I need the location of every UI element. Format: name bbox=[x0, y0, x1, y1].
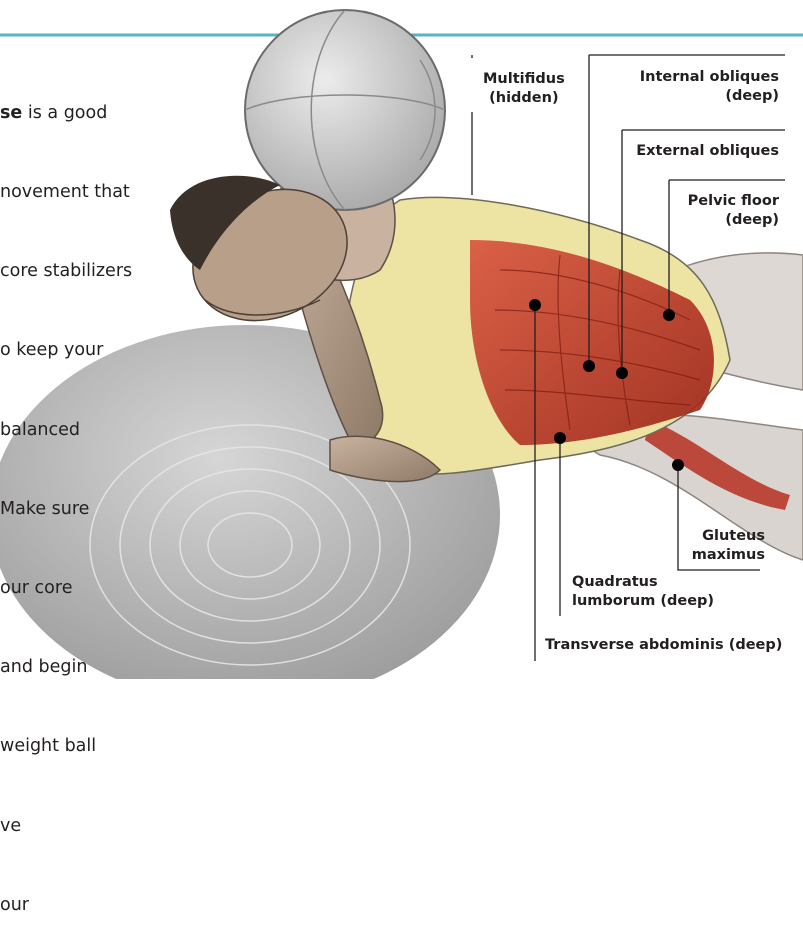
marker-transverse-abdominis bbox=[529, 299, 541, 311]
label-multifidus-line2: (hidden) bbox=[483, 89, 565, 108]
intro-line-4: o keep your bbox=[0, 337, 200, 363]
marker-gluteus-maximus bbox=[672, 459, 684, 471]
label-quadratus-lumborum: Quadratus lumborum (deep) bbox=[572, 573, 714, 611]
label-external-obliques: External obliques bbox=[636, 142, 779, 161]
intro-line-3: core stabilizers bbox=[0, 258, 200, 284]
label-multifidus: Multifidus (hidden) bbox=[483, 70, 565, 108]
intro-line-1: se is a good bbox=[0, 100, 200, 126]
intro-line-5: balanced bbox=[0, 417, 200, 443]
marker-internal-obliques bbox=[583, 360, 595, 372]
label-gluteus-maximus: Gluteus maximus bbox=[692, 527, 765, 565]
marker-pelvic-floor bbox=[663, 309, 675, 321]
label-pelvic-floor-line1: Pelvic floor bbox=[688, 192, 779, 211]
intro-line-6: Make sure bbox=[0, 496, 200, 522]
label-gluteus-maximus-line2: maximus bbox=[692, 546, 765, 565]
intro-paragraph: se is a good novement that core stabiliz… bbox=[0, 47, 200, 945]
marker-quadratus-lumborum bbox=[554, 432, 566, 444]
label-multifidus-line1: Multifidus bbox=[483, 70, 565, 89]
intro-line-11: our bbox=[0, 892, 200, 918]
intro-line-8: and begin bbox=[0, 654, 200, 680]
medicine-ball bbox=[245, 10, 445, 210]
intro-text: is a good bbox=[22, 103, 107, 123]
label-quadratus-lumborum-line2: lumborum (deep) bbox=[572, 592, 714, 611]
label-transverse-abdominis-line1: Transverse abdominis (deep) bbox=[545, 636, 782, 655]
label-transverse-abdominis: Transverse abdominis (deep) bbox=[545, 636, 782, 655]
label-internal-obliques-line1: Internal obliques bbox=[640, 68, 779, 87]
marker-external-obliques bbox=[616, 367, 628, 379]
label-internal-obliques: Internal obliques (deep) bbox=[640, 68, 779, 106]
label-pelvic-floor: Pelvic floor (deep) bbox=[688, 192, 779, 230]
label-pelvic-floor-line2: (deep) bbox=[688, 211, 779, 230]
label-internal-obliques-line2: (deep) bbox=[640, 87, 779, 106]
intro-bold: se bbox=[0, 103, 22, 123]
label-gluteus-maximus-line1: Gluteus bbox=[692, 527, 765, 546]
intro-line-9: weight ball bbox=[0, 733, 200, 759]
intro-line-7: our core bbox=[0, 575, 200, 601]
label-external-obliques-line1: External obliques bbox=[636, 142, 779, 161]
label-quadratus-lumborum-line1: Quadratus bbox=[572, 573, 714, 592]
intro-line-10: ve bbox=[0, 813, 200, 839]
intro-line-2: novement that bbox=[0, 179, 200, 205]
